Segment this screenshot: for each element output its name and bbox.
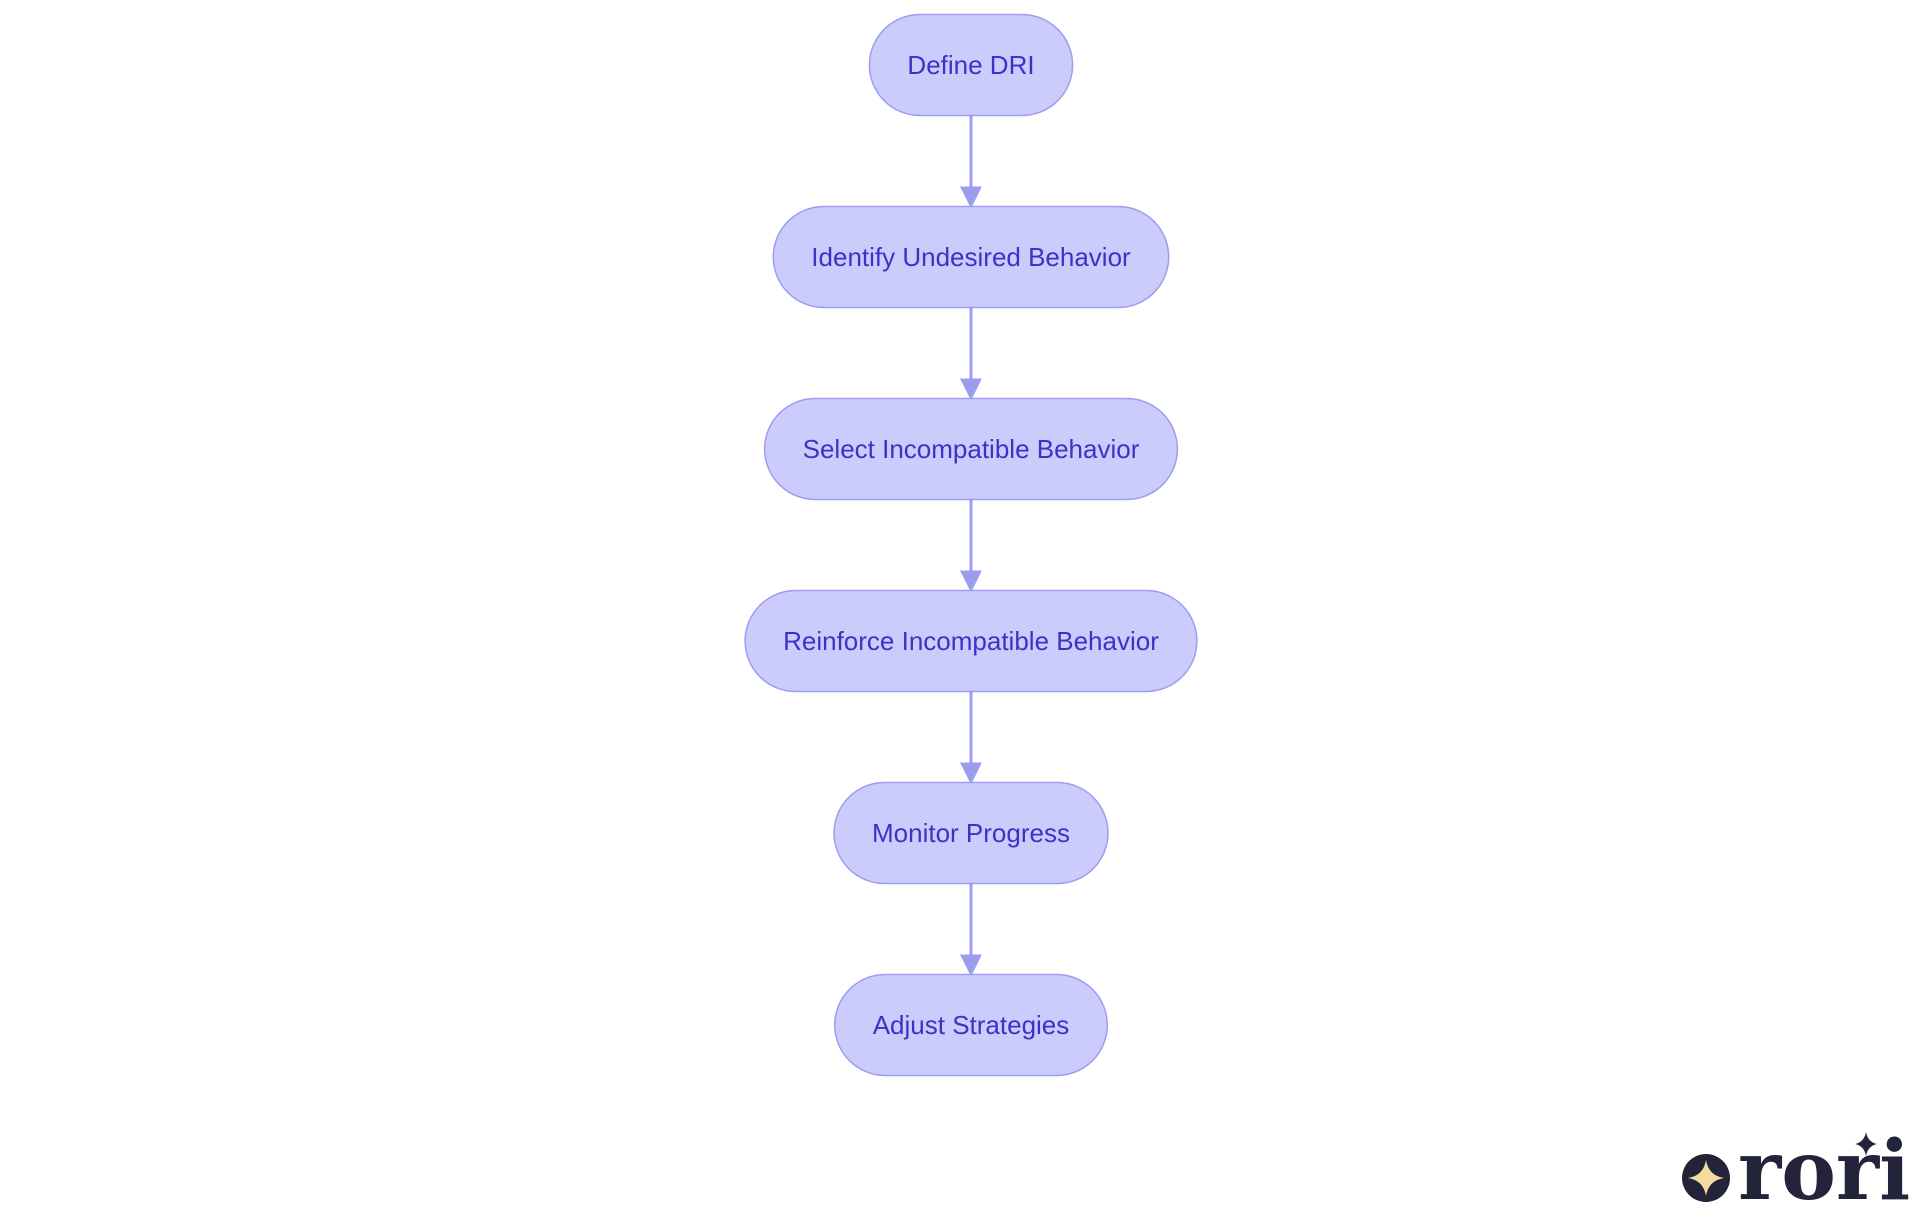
flow-node: Define DRI bbox=[868, 13, 1074, 117]
flow-node-shape bbox=[833, 973, 1109, 1077]
nodes: Define DRI Identify Undesired BehaviorSel… bbox=[744, 13, 1198, 1077]
flow-node-label: Adjust Strategies bbox=[873, 1010, 1070, 1040]
flow-node-shape bbox=[833, 781, 1109, 885]
flow-node-label: Identify Undesired Behavior bbox=[811, 242, 1131, 272]
flow-node: Reinforce Incompatible Behavior bbox=[744, 589, 1198, 693]
flow-node-label: Monitor Progress bbox=[872, 818, 1070, 848]
flow-node-shape bbox=[744, 589, 1198, 693]
flow-node: Identify Undesired Behavior bbox=[772, 205, 1170, 309]
flow-node-shape bbox=[763, 397, 1179, 501]
flow-node-shape bbox=[772, 205, 1170, 309]
flow-node-label: Select Incompatible Behavior bbox=[803, 434, 1140, 464]
flow-node: Select Incompatible Behavior bbox=[763, 397, 1179, 501]
rori-logo: rori bbox=[1682, 1123, 1910, 1215]
logo-wordmark: rori bbox=[1738, 1123, 1910, 1215]
sparkle-icon bbox=[1855, 1132, 1877, 1156]
flow-node-label: Reinforce Incompatible Behavior bbox=[783, 626, 1159, 656]
flow-node: Adjust Strategies bbox=[833, 973, 1109, 1077]
flow-node-shape bbox=[868, 13, 1074, 117]
sparkle-circle-icon bbox=[1682, 1154, 1730, 1202]
flow-node-label: Define DRI bbox=[907, 50, 1034, 80]
flow-node: Monitor Progress bbox=[833, 781, 1109, 885]
